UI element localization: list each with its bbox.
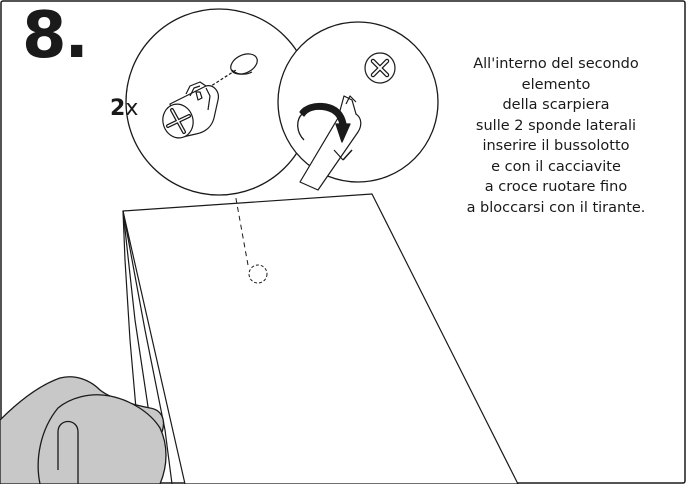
instruction-line: elemento — [521, 76, 591, 93]
cam-lock-fitting-icon — [162, 53, 258, 139]
instruction-line: inserire il bussolotto — [482, 138, 630, 154]
instruction-text: All'interno del secondo elemento della s… — [430, 54, 682, 218]
instruction-line: della scarpiera — [502, 97, 610, 113]
detail-circle-screwdriver — [277, 21, 439, 183]
quantity-count: 2 — [110, 96, 126, 121]
cabinet-panel — [122, 193, 519, 484]
rotation-arrow-icon — [297, 102, 353, 161]
hand-illustration — [0, 376, 167, 484]
insertion-point-marker — [248, 264, 268, 284]
quantity-label: 2x — [110, 98, 138, 120]
instruction-line: a croce ruotare fino — [484, 179, 628, 195]
quantity-multiplier: x — [125, 96, 139, 121]
step-number: 8. — [22, 0, 89, 73]
instruction-line: sulle 2 sponde laterali — [475, 117, 637, 134]
instruction-line: All'interno del secondo — [473, 56, 639, 72]
instruction-line: a bloccarsi con il tirante. — [466, 199, 646, 216]
instruction-line: e con il cacciavite — [491, 158, 621, 175]
